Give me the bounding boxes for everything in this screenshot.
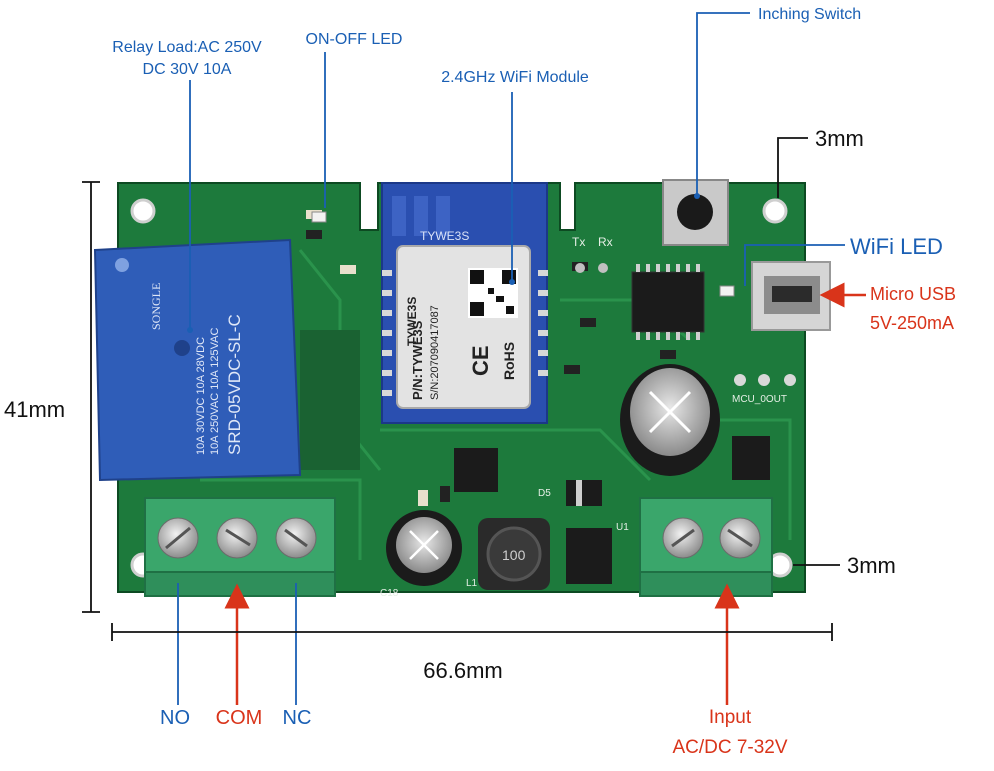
module-pn-marking: P/N:TYWE3S xyxy=(410,320,425,400)
micro-usb-spec-label: 5V-250mA xyxy=(870,313,954,333)
rohs-marking: RoHS xyxy=(501,342,517,380)
mcu-chip xyxy=(631,264,705,340)
large-capacitor xyxy=(620,364,720,476)
on-off-led xyxy=(311,211,327,223)
micro-usb-port[interactable] xyxy=(751,261,831,331)
input-label: Input xyxy=(709,707,752,728)
silk-u1: U1 xyxy=(616,522,629,533)
relay-load-spec-label: DC 30V 10A xyxy=(143,61,232,78)
silk-d5: D5 xyxy=(538,488,551,499)
inching-switch-label: Inching Switch xyxy=(758,6,861,23)
relay-terminal-block xyxy=(144,497,336,597)
qr-code-icon xyxy=(468,268,518,318)
input-spec-label: AC/DC 7-32V xyxy=(672,737,787,758)
ce-marking: CE xyxy=(468,345,493,376)
width-dimension-label: 66.6mm xyxy=(423,658,502,683)
relay-rating-marking: 10A 250VAC 10A 125VAC xyxy=(209,328,221,455)
micro-usb-label: Micro USB xyxy=(870,284,956,304)
mounting-hole xyxy=(762,198,788,224)
inductor: 100 L1 xyxy=(466,518,550,590)
relay: SRD-05VDC-SL-C 10A 250VAC 10A 125VAC 10A… xyxy=(93,238,302,482)
relay-rating-marking: 10A 30VDC 10A 28VDC xyxy=(195,337,207,455)
relay-model-marking: SRD-05VDC-SL-C xyxy=(225,314,244,455)
relay-load-label: Relay Load:AC 250V xyxy=(112,39,262,56)
input-terminal-block xyxy=(639,497,773,597)
inching-switch[interactable] xyxy=(662,179,729,246)
small-capacitor: C18 xyxy=(380,510,462,599)
callout-lines xyxy=(82,12,866,705)
module-side-marking: TYWE3S xyxy=(420,229,469,243)
on-off-led-label: ON-OFF LED xyxy=(306,31,403,48)
terminal-no-label: NO xyxy=(160,707,190,729)
silk-mcu: MCU_0OUT xyxy=(732,394,787,405)
terminal-com-label: COM xyxy=(216,707,263,729)
silk-c18: C18 xyxy=(380,588,399,599)
relay-brand-marking: SONGLE xyxy=(149,283,163,330)
module-name-marking: TYWE3S xyxy=(405,297,419,346)
silk-tx: Tx xyxy=(572,235,585,249)
bottom-hole-dimension-label: 3mm xyxy=(847,553,896,578)
terminal-nc-label: NC xyxy=(283,707,312,729)
wifi-led xyxy=(719,285,735,297)
wifi-module: TYWE3S P/N:TYWE3S S/N:207090417087 TYWE3… xyxy=(381,182,548,424)
height-dimension-label: 41mm xyxy=(4,397,65,422)
silk-l1: L1 xyxy=(466,578,478,589)
power-components: D5 U1 xyxy=(454,436,770,584)
wifi-led-label: WiFi LED xyxy=(850,234,943,259)
silk-rx: Rx xyxy=(598,235,613,249)
top-hole-dimension-label: 3mm xyxy=(815,126,864,151)
callout-labels: Relay Load:AC 250V DC 30V 10A ON-OFF LED… xyxy=(4,6,956,758)
mounting-hole xyxy=(130,198,156,224)
module-sn-marking: S/N:207090417087 xyxy=(429,305,441,400)
wifi-module-label: 2.4GHz WiFi Module xyxy=(441,69,589,86)
inductor-marking: 100 xyxy=(502,547,526,563)
